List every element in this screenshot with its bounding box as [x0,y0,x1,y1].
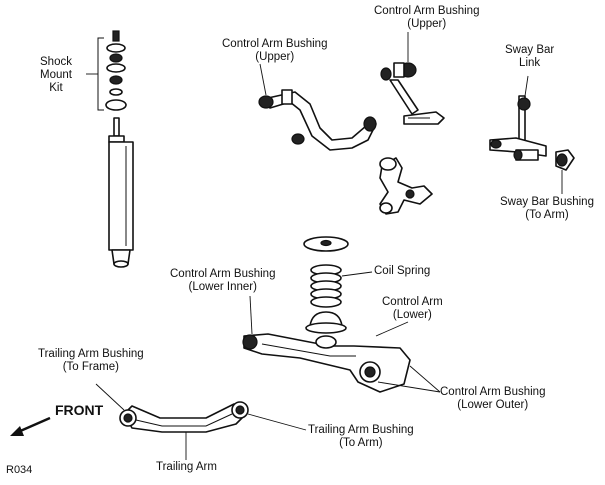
front-direction-label: FRONT [55,402,104,418]
upper-control-arm-bushing-part [380,32,445,125]
label-control-arm-bushing-lower-inner: Control Arm Bushing (Lower Inner) [170,268,276,293]
label-trailing-arm-bushing-arm: Trailing Arm Bushing (To Arm) [308,424,414,449]
shock-mount-kit-bracket [86,37,104,111]
coil-spring-assembly [303,236,373,334]
label-sway-bar-link: Sway Bar Link [505,44,555,69]
label-shock-mount-kit: Shock Mount Kit [40,56,72,94]
steering-knuckle [379,157,433,215]
upper-control-arm [258,63,377,151]
shock-mount-kit [105,30,127,111]
label-sway-bar-bushing: Sway Bar Bushing (To Arm) [500,196,594,221]
label-coil-spring: Coil Spring [374,265,431,277]
label-control-arm-bushing-upper-left: Control Arm Bushing (Upper) [222,38,328,63]
front-arrow-icon [10,416,51,436]
shock-absorber [108,117,134,268]
sway-bar-link [489,75,575,194]
label-control-arm-lower: Control Arm (Lower) [382,296,443,321]
label-control-arm-bushing-upper-top: Control Arm Bushing (Upper) [374,5,480,30]
diagram-code: R034 [6,464,33,476]
label-trailing-arm-bushing-frame: Trailing Arm Bushing (To Frame) [38,348,144,373]
label-control-arm-bushing-lower-outer: Control Arm Bushing (Lower Outer) [440,386,546,411]
label-trailing-arm: Trailing Arm [156,461,217,473]
trailing-arm [95,383,307,460]
lower-control-arm [242,295,441,393]
